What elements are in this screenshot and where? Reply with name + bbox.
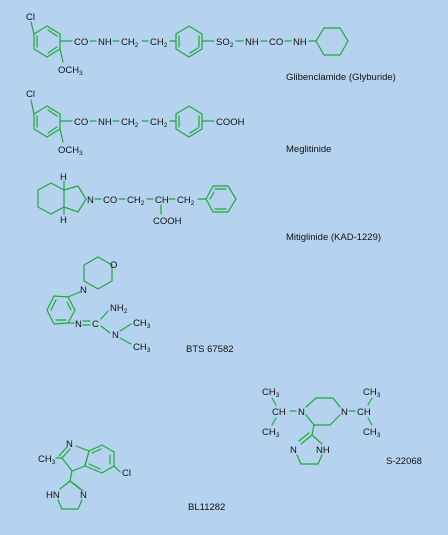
bts-67582-structure: O N N C NH2 N CH3 CH3 bbox=[46, 256, 151, 354]
cyclohexane-ring bbox=[37, 182, 65, 215]
piperazine-nitrogen-label: N bbox=[298, 407, 305, 418]
methyl-label: CH3 bbox=[133, 342, 151, 354]
compound-name-mitiglinide: Mitiglinide (KAD-1229) bbox=[286, 232, 381, 243]
methylene-label: CH2 bbox=[127, 195, 145, 207]
chloro-label: Cl bbox=[122, 468, 131, 479]
methoxy-label: OCH3 bbox=[58, 145, 83, 157]
phenyl-ring bbox=[205, 185, 237, 213]
methyl-label: CH3 bbox=[38, 454, 56, 466]
methyl-label: CH3 bbox=[262, 387, 280, 399]
piperazine-ring bbox=[305, 397, 341, 408]
guanidine-carbon-label: C bbox=[92, 319, 99, 330]
methylene-label: CH2 bbox=[121, 37, 139, 49]
imidazoline-ring bbox=[296, 454, 323, 465]
methylene-label: CH2 bbox=[121, 117, 139, 129]
compound-name-s-22068: S-22068 bbox=[386, 456, 422, 467]
compound-name-bts-67582: BTS 67582 bbox=[186, 344, 234, 355]
chloro-label: Cl bbox=[26, 89, 35, 100]
bl11282-structure: N Cl CH3 HN N bbox=[38, 439, 131, 510]
compound-name-meglitinide: Meglitinide bbox=[286, 144, 331, 155]
imidazoline-hn-label: HN bbox=[46, 490, 60, 501]
glibenclamide-structure: Cl OCH3 CO NH CH2 CH2 SO2 NH CO NH bbox=[26, 12, 349, 77]
carboxyl-label: COOH bbox=[153, 216, 182, 227]
indole-nitrogen-label: N bbox=[66, 439, 73, 450]
sulfonamide-nh-label: NH bbox=[245, 37, 259, 48]
imidazoline-nitrogen-label: N bbox=[290, 445, 297, 456]
dimethylamine-nitrogen-label: N bbox=[112, 330, 119, 341]
cyclohexane-ring bbox=[315, 27, 349, 56]
sulfonyl-label: SO2 bbox=[216, 37, 234, 49]
carbonyl-label: CO bbox=[74, 117, 88, 128]
amino-label: NH2 bbox=[110, 303, 128, 315]
meglitinide-structure: Cl OCH3 CO NH CH2 CH2 COOH bbox=[26, 89, 245, 157]
urea-nh-label: NH bbox=[293, 37, 307, 48]
compound-name-bl11282: BL11282 bbox=[188, 502, 225, 513]
imine-nitrogen-label: N bbox=[75, 319, 82, 330]
methyl-label: CH3 bbox=[262, 427, 280, 439]
methyl-label: CH3 bbox=[363, 387, 381, 399]
bridgehead-h-label: H bbox=[60, 172, 67, 183]
methylene-label: CH2 bbox=[150, 37, 168, 49]
carboxyl-label: COOH bbox=[216, 117, 245, 128]
piperazine-nitrogen-label: N bbox=[341, 407, 348, 418]
compound-name-glibenclamide: Glibenclamide (Glyburide) bbox=[286, 72, 396, 83]
amide-nh-label: NH bbox=[98, 37, 112, 48]
methylene-label: CH2 bbox=[177, 195, 195, 207]
morpholine-nitrogen-label: N bbox=[80, 285, 87, 296]
methylene-label: CH2 bbox=[150, 117, 168, 129]
urea-carbonyl-label: CO bbox=[269, 37, 283, 48]
mitiglinide-structure: H H N CO CH2 CH COOH CH2 bbox=[37, 172, 237, 227]
bridgehead-h-label: H bbox=[60, 215, 67, 226]
s-22068-structure: CH3 CH CH3 N N CH CH3 CH3 N NH bbox=[262, 387, 381, 465]
amide-nh-label: NH bbox=[98, 117, 112, 128]
benzene-ring bbox=[33, 25, 61, 58]
phenylene-ring bbox=[175, 25, 203, 58]
imidazoline-nh-label: NH bbox=[316, 445, 330, 456]
phenylene-ring bbox=[175, 105, 203, 138]
imidazoline-nitrogen-label: N bbox=[80, 490, 87, 501]
ring-nitrogen-label: N bbox=[87, 195, 94, 206]
morpholine-oxygen-label: O bbox=[110, 260, 117, 271]
methine-label: CH bbox=[272, 407, 286, 418]
imidazoline-ring bbox=[57, 499, 83, 510]
pyrrolidine-ring bbox=[63, 185, 87, 213]
carbonyl-label: CO bbox=[74, 37, 88, 48]
methyl-label: CH3 bbox=[363, 427, 381, 439]
methine-label: CH bbox=[357, 407, 371, 418]
benzene-ring bbox=[33, 105, 61, 138]
carbonyl-label: CO bbox=[103, 195, 117, 206]
chloro-label: Cl bbox=[26, 12, 35, 23]
methine-label: CH bbox=[155, 195, 169, 206]
methyl-label: CH3 bbox=[133, 318, 151, 330]
methoxy-label: OCH3 bbox=[58, 65, 83, 77]
morpholine-ring bbox=[83, 256, 113, 290]
